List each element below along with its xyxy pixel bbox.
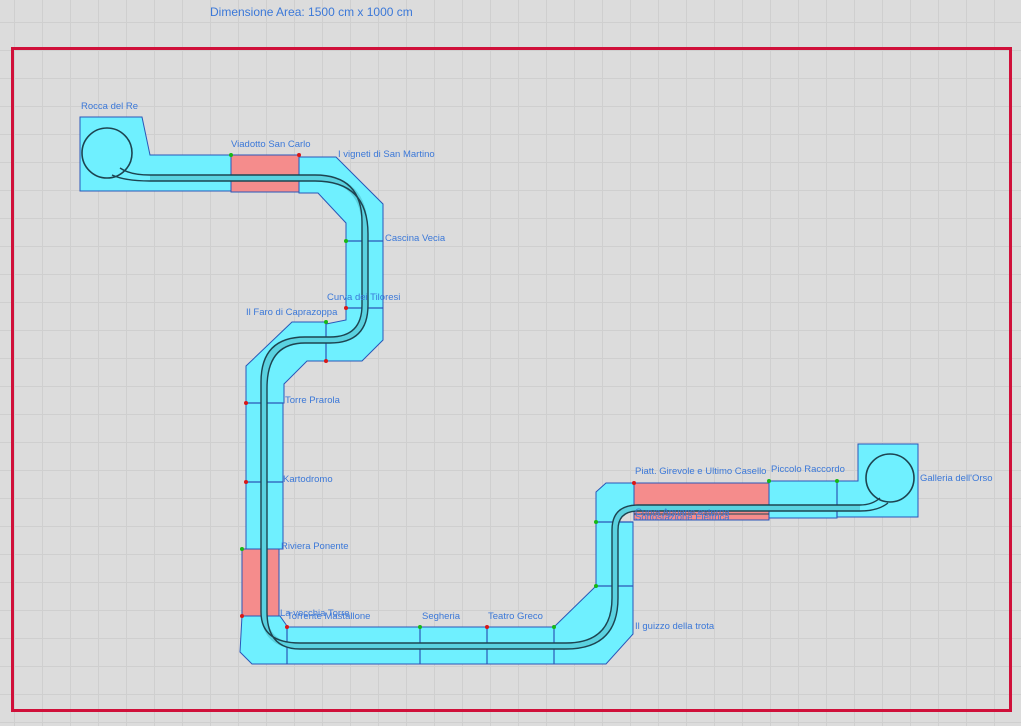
track-loop-rocca bbox=[81, 127, 151, 182]
label-rocca-del-re[interactable]: Rocca del Re bbox=[81, 101, 138, 112]
label-galleria-dell-orso[interactable]: Galleria dell'Orso bbox=[920, 473, 993, 484]
label-kartodromo[interactable]: Kartodromo bbox=[283, 474, 333, 485]
area-dimensions-title: Dimensione Area: 1500 cm x 1000 cm bbox=[210, 5, 413, 19]
label-cascina-vecia[interactable]: Cascina Vecia bbox=[385, 233, 446, 244]
label-torrente-mastallone[interactable]: Torrente Mastallone bbox=[287, 611, 370, 622]
module-piccolo-raccordo[interactable] bbox=[768, 480, 838, 519]
module-i-vigneti-di-san-martino[interactable] bbox=[298, 156, 384, 242]
label-piccolo-raccordo[interactable]: Piccolo Raccordo bbox=[771, 464, 845, 475]
connection-points bbox=[229, 153, 839, 629]
label-curva-apuane-esterna[interactable]: Curva Apuane esterna bbox=[635, 507, 730, 518]
label-il-guizzo-della-trota[interactable]: Il guizzo della trota bbox=[635, 621, 715, 632]
label-sottostazione-elettrica[interactable]: Sottostazione Elettrica bbox=[635, 512, 730, 523]
track-main-line bbox=[150, 174, 860, 650]
track-loop-orso bbox=[859, 453, 915, 512]
module-separators bbox=[246, 240, 838, 664]
label-teatro-greco[interactable]: Teatro Greco bbox=[488, 611, 543, 622]
label-viadotto-san-carlo[interactable]: Viadotto San Carlo bbox=[231, 139, 311, 150]
label-curva-dei-tiloresi[interactable]: Curva dei Tiloresi bbox=[327, 292, 400, 303]
area-boundary-frame bbox=[11, 47, 1012, 712]
label-il-faro-di-caprazoppa[interactable]: Il Faro di Caprazoppa bbox=[246, 307, 338, 318]
module-viadotto-san-carlo[interactable] bbox=[230, 154, 300, 193]
label-riviera-ponente[interactable]: Riviera Ponente bbox=[281, 541, 349, 552]
label-torre-prarola[interactable]: Torre Prarola bbox=[285, 395, 341, 406]
label-i-vigneti-di-san-martino[interactable]: I vigneti di San Martino bbox=[338, 149, 435, 160]
module-il-guizzo-della-trota[interactable] bbox=[553, 585, 634, 665]
label-la-vecchia-torre[interactable]: La vecchia Torre bbox=[280, 608, 350, 619]
label-segheria[interactable]: Segheria bbox=[422, 611, 461, 622]
module-il-faro-di-caprazoppa[interactable] bbox=[245, 321, 327, 404]
label-piatt-girevole[interactable]: Piatt. Girevole e Ultimo Casello bbox=[635, 466, 766, 477]
